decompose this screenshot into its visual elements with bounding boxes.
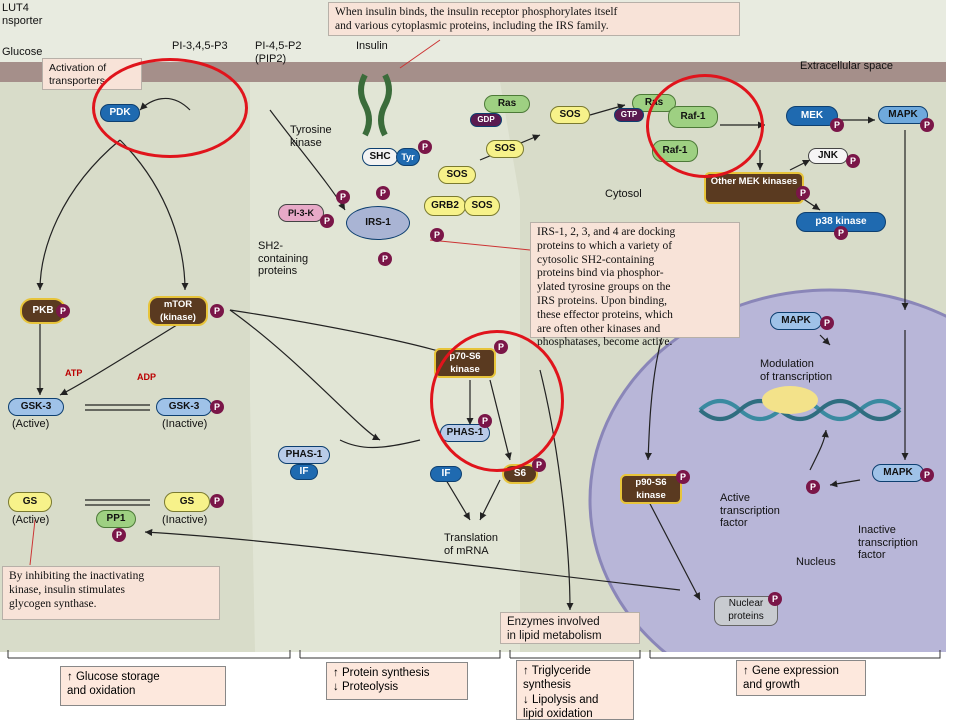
- gs-active-label: (Active): [12, 514, 50, 526]
- phosphate-marker: P: [430, 228, 444, 242]
- mtor-node: mTOR (kinase): [148, 296, 208, 326]
- sh2-label: SH2- containing proteins: [258, 240, 309, 278]
- phosphate-marker: P: [834, 226, 848, 240]
- phosphate-marker: P: [418, 140, 432, 154]
- phosphate-marker: P: [806, 480, 820, 494]
- irs1-node: IRS-1: [346, 206, 410, 240]
- atp-label: ATP: [65, 368, 83, 378]
- sos-low-node: SOS: [438, 166, 476, 184]
- gdp-node: GDP: [470, 113, 502, 127]
- tyr-node: Tyr: [396, 148, 420, 166]
- sos-grb-node: SOS: [464, 196, 500, 216]
- irs-callout: IRS-1, 2, 3, and 4 are docking proteins …: [530, 222, 740, 348]
- translation-label: Translation of mRNA: [444, 532, 499, 557]
- if2-node: IF: [430, 466, 462, 482]
- extracellular-label: Extracellular space: [800, 60, 893, 72]
- sos-mid-node: SOS: [486, 140, 524, 158]
- ras-node: Ras: [484, 95, 530, 113]
- phosphate-marker: P: [830, 118, 844, 132]
- gsk3-active-label: (Active): [12, 418, 50, 430]
- phosphate-marker: P: [112, 528, 126, 542]
- phosphate-marker: P: [768, 592, 782, 606]
- phosphate-marker: P: [336, 190, 350, 204]
- gtp-node: GTP: [614, 108, 644, 122]
- glycogen-callout: By inhibiting the inactivating kinase, i…: [2, 566, 220, 620]
- phosphate-marker: P: [820, 316, 834, 330]
- phas1b-node: PHAS-1: [278, 446, 330, 464]
- phosphate-marker: P: [210, 400, 224, 414]
- sos-node: SOS: [550, 106, 590, 124]
- mapk-n1-node: MAPK: [770, 312, 822, 330]
- gsk3-inactive-label: (Inactive): [162, 418, 208, 430]
- pp1-node: PP1: [96, 510, 136, 528]
- adp-label: ADP: [137, 372, 157, 382]
- tyrosine-kinase-label: Tyrosine kinase: [290, 124, 332, 149]
- highlight-oval-raf: [646, 74, 764, 178]
- insulin-label: Insulin: [356, 40, 388, 52]
- gsk3-node: GSK-3: [8, 398, 64, 416]
- phosphate-marker: P: [56, 304, 70, 318]
- jnk-node: JNK: [808, 148, 848, 164]
- mapk-node: MAPK: [878, 106, 928, 124]
- highlight-oval-pdk: [92, 58, 248, 158]
- phosphate-marker: P: [920, 468, 934, 482]
- phosphate-marker: P: [846, 154, 860, 168]
- gsk3b-node: GSK-3: [156, 398, 212, 416]
- grb2-node: GRB2: [424, 196, 466, 216]
- activation-callout: Activation of transporters: [42, 58, 142, 90]
- phosphate-marker: P: [796, 186, 810, 200]
- inactive-tf-label: Inactive transcription factor: [858, 524, 918, 562]
- phosphate-marker: P: [378, 252, 392, 266]
- gs2-node: GS: [164, 492, 210, 512]
- pi45-label: PI-4,5-P2 (PIP2): [255, 40, 302, 65]
- glucose-label: Glucose: [2, 46, 43, 58]
- nucleus-label: Nucleus: [796, 556, 836, 568]
- highlight-oval-s6: [430, 330, 564, 472]
- phosphate-marker: P: [376, 186, 390, 200]
- pi345-label: PI-3,4,5-P3: [172, 40, 228, 52]
- glut4-label: LUT4 nsporter: [2, 2, 43, 27]
- phosphate-marker: P: [532, 458, 546, 472]
- phosphate-marker: P: [920, 118, 934, 132]
- if-node: IF: [290, 464, 318, 480]
- gs-node: GS: [8, 492, 52, 512]
- outcome-lipid: ↑ Triglyceride synthesis ↓ Lipolysis and…: [516, 660, 634, 720]
- cytosol-label: Cytosol: [605, 188, 642, 200]
- phosphate-marker: P: [676, 470, 690, 484]
- shc-node: SHC: [362, 148, 398, 166]
- mapk-n2-node: MAPK: [872, 464, 924, 482]
- phosphate-marker: P: [210, 304, 224, 318]
- enzymes-callout: Enzymes involved in lipid metabolism: [500, 612, 640, 644]
- phosphate-marker: P: [320, 214, 334, 228]
- gs-inactive-label: (Inactive): [162, 514, 208, 526]
- active-tf-label: Active transcription factor: [720, 492, 780, 530]
- p90s6-node: p90-S6 kinase: [620, 474, 682, 504]
- mek-node: MEK: [786, 106, 838, 126]
- other-mek-node: Other MEK kinases: [704, 172, 804, 204]
- outcome-protein: ↑ Protein synthesis ↓ Proteolysis: [326, 662, 468, 700]
- modulation-label: Modulation of transcription: [760, 358, 833, 383]
- outcome-gene: ↑ Gene expression and growth: [736, 660, 866, 696]
- insulin-binds-callout: When insulin binds, the insulin receptor…: [328, 2, 740, 36]
- pi3k-node: PI-3-K: [278, 204, 324, 222]
- outcome-glucose: ↑ Glucose storage and oxidation: [60, 666, 226, 706]
- phosphate-marker: P: [210, 494, 224, 508]
- nuclear-proteins-node: Nuclear proteins: [714, 596, 778, 626]
